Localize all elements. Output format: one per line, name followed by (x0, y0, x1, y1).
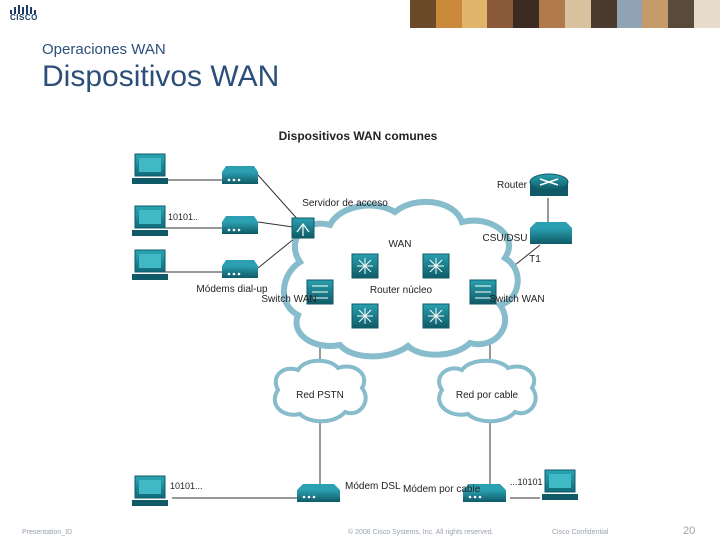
dsl-modem-label: Módem DSL (345, 481, 401, 492)
core-router-icon (422, 253, 450, 279)
router-icon (529, 173, 569, 196)
core-router-icon (351, 253, 379, 279)
core-router-label: Router núcleo (370, 285, 433, 296)
core-router-icon (351, 303, 379, 329)
header-photo-tile (668, 0, 695, 28)
header-photo-strip (410, 0, 720, 28)
cable-modem-icon (463, 484, 506, 502)
cisco-logo-icon (10, 5, 36, 14)
dialup-modems-label: Módems dial-up (196, 284, 268, 295)
modem-icon (222, 260, 258, 278)
header-photo-tile (513, 0, 540, 28)
pc-icon (132, 249, 168, 280)
wan-switch-left-label: Switch WAN (261, 294, 316, 305)
router-label: Router (497, 180, 528, 191)
access-server-icon (291, 217, 315, 239)
diagram-title: Dispositivos WAN comunes (279, 129, 438, 143)
core-router-icon (422, 303, 450, 329)
csu-dsu-label: CSU/DSU (482, 233, 527, 244)
csu-dsu-icon (530, 222, 572, 244)
footer-confidential: Cisco Confidential (552, 529, 609, 536)
cable-cloud (437, 358, 538, 424)
modem-icon (222, 216, 258, 234)
header-photo-tile (461, 0, 488, 28)
bits-right-label: ...10101 (510, 477, 543, 487)
header-photo-tile (694, 0, 720, 28)
dialup-modems-label-text: Módems dial-up (196, 284, 268, 295)
wan-switch-right-label: Switch WAN (489, 294, 544, 305)
wan-label: WAN (389, 239, 412, 250)
header-band (0, 0, 410, 28)
header-photo-tile (410, 0, 436, 28)
pc-icon (132, 153, 168, 184)
header-photo-tile (487, 0, 514, 28)
header-photo-tile (539, 0, 565, 28)
t1-label: T1 (529, 254, 541, 265)
header-photo-tile (564, 0, 591, 28)
pc-icon (542, 469, 578, 500)
wan-switch-left-icon (306, 279, 334, 305)
footer-presentation-id: Presentation_ID (22, 529, 73, 536)
cable-label: Red por cable (456, 390, 519, 401)
header-photo-tile (616, 0, 643, 28)
header-bar: CISCO (0, 0, 720, 28)
modem-icon (222, 166, 258, 184)
slide-title: Dispositivos WAN (42, 60, 280, 93)
page-number: 20 (683, 525, 696, 537)
cable-modem-label: Módem por cable (403, 484, 481, 495)
pstn-label: Red PSTN (296, 390, 344, 401)
slide-subtitle: Operaciones WAN (42, 41, 166, 58)
pstn-cloud (272, 358, 368, 424)
bits-top-label: 10101.. (168, 212, 198, 222)
footer-copyright: © 2008 Cisco Systems, Inc. All rights re… (348, 529, 494, 536)
bits-left-label: 10101... (170, 481, 203, 491)
pc-icon (132, 475, 168, 506)
wan-switch-right-icon (469, 279, 497, 305)
logo-text: CISCO (10, 13, 38, 22)
dsl-modem-icon (297, 484, 340, 502)
header-photo-tile (435, 0, 462, 28)
pc-icon (132, 205, 168, 236)
header-photo-tile (590, 0, 617, 28)
access-server-label: Servidor de acceso (302, 198, 388, 209)
header-photo-tile (642, 0, 669, 28)
wan-cloud (281, 198, 521, 360)
